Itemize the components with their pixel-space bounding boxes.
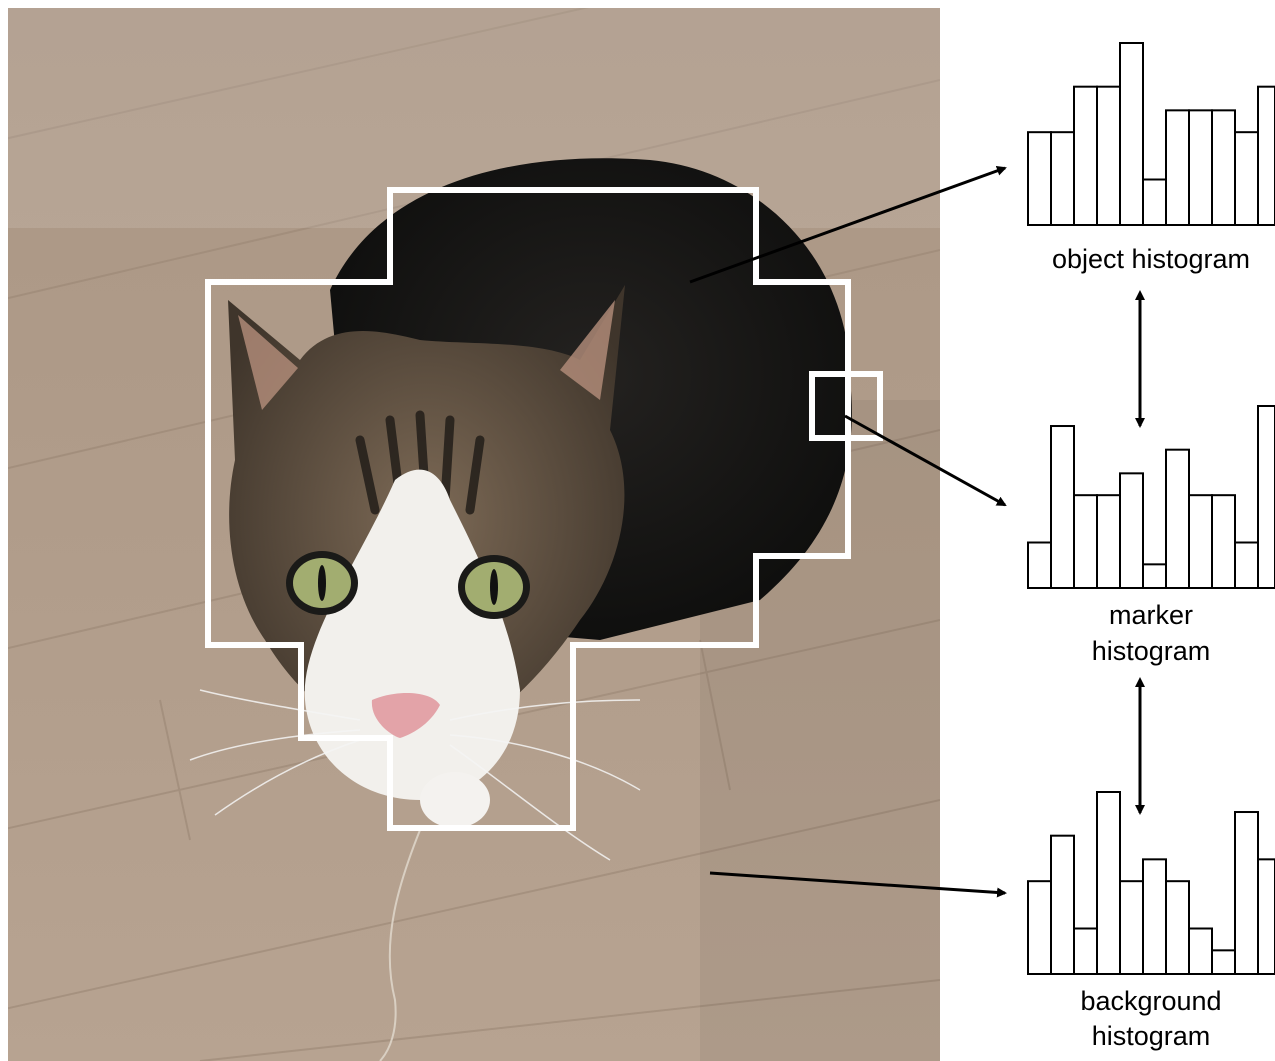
- marker-histogram-label-line1: marker: [1109, 600, 1193, 630]
- object-histogram-bar-4-front: [1234, 131, 1259, 226]
- marker-histogram-bar-5-back: [1257, 405, 1275, 589]
- object-histogram-bar-3-front: [1188, 109, 1213, 226]
- marker-histogram-bar-2-front: [1142, 563, 1167, 590]
- object-histogram-bar-3-back: [1165, 109, 1190, 226]
- marker-histogram-bar-0-back: [1027, 541, 1052, 589]
- cat-photo: [8, 8, 940, 1061]
- object-histogram-label: object histogram: [1052, 244, 1250, 274]
- background-histogram-bar-3-back: [1165, 880, 1190, 975]
- marker-histogram-bar-2-back: [1119, 472, 1144, 589]
- object-histogram: [1027, 42, 1275, 227]
- object-histogram-bar-1-front: [1096, 85, 1121, 227]
- thread: [379, 829, 421, 1061]
- background-histogram-bar-4-back: [1211, 949, 1236, 976]
- object-histogram-bar-1-back: [1073, 85, 1098, 227]
- marker-histogram-bar-3-back: [1165, 448, 1190, 589]
- background-histogram-label-line2: histogram: [1092, 1021, 1211, 1051]
- marker-arrow: [844, 414, 1007, 507]
- marker-box: [809, 371, 883, 441]
- object-arrow: [689, 166, 1007, 284]
- cat-paw: [420, 772, 490, 828]
- marker-histogram-label-line2: histogram: [1092, 636, 1211, 666]
- object-histogram-bar-2-back: [1119, 42, 1144, 226]
- background-histogram-bar-1-front: [1096, 791, 1121, 975]
- marker-histogram-bar-3-front: [1188, 494, 1213, 589]
- cat-whiskers: [189, 689, 641, 861]
- background-arrow: [709, 871, 1007, 898]
- background-histogram-bar-1-back: [1073, 927, 1098, 975]
- marker-histogram-bar-1-front: [1096, 494, 1121, 589]
- object-histogram-bar-0-back: [1027, 131, 1052, 226]
- background-histogram-bar-5-back: [1257, 858, 1275, 976]
- object-histogram-bar-4-back: [1211, 109, 1236, 226]
- cat-right-ear: [560, 300, 615, 400]
- marker-histogram-bar-0-front: [1050, 425, 1075, 589]
- object-region-outline: [205, 187, 851, 831]
- cat-nose: [371, 693, 440, 738]
- cat-left-ear: [238, 315, 298, 410]
- object-histogram-bar-0-front: [1050, 131, 1075, 226]
- object-histogram-bar-5-back: [1257, 85, 1275, 227]
- background-histogram-bar-3-front: [1188, 927, 1213, 975]
- background-histogram-bar-0-front: [1050, 834, 1075, 975]
- background-histogram-bar-2-front: [1142, 858, 1167, 976]
- background-histogram-bar-2-back: [1119, 880, 1144, 975]
- marker-histogram: [1027, 405, 1275, 590]
- marker-histogram-bar-4-front: [1234, 541, 1259, 589]
- background-histogram-bar-4-front: [1234, 811, 1259, 976]
- background-histogram: [1027, 791, 1275, 976]
- marker-histogram-bar-4-back: [1211, 494, 1236, 589]
- cat-eyes: [286, 551, 530, 619]
- background-histogram-label-line1: background: [1080, 986, 1221, 1016]
- background-histogram-bar-0-back: [1027, 880, 1052, 975]
- marker-histogram-bar-1-back: [1073, 494, 1098, 589]
- object-histogram-bar-2-front: [1142, 178, 1167, 226]
